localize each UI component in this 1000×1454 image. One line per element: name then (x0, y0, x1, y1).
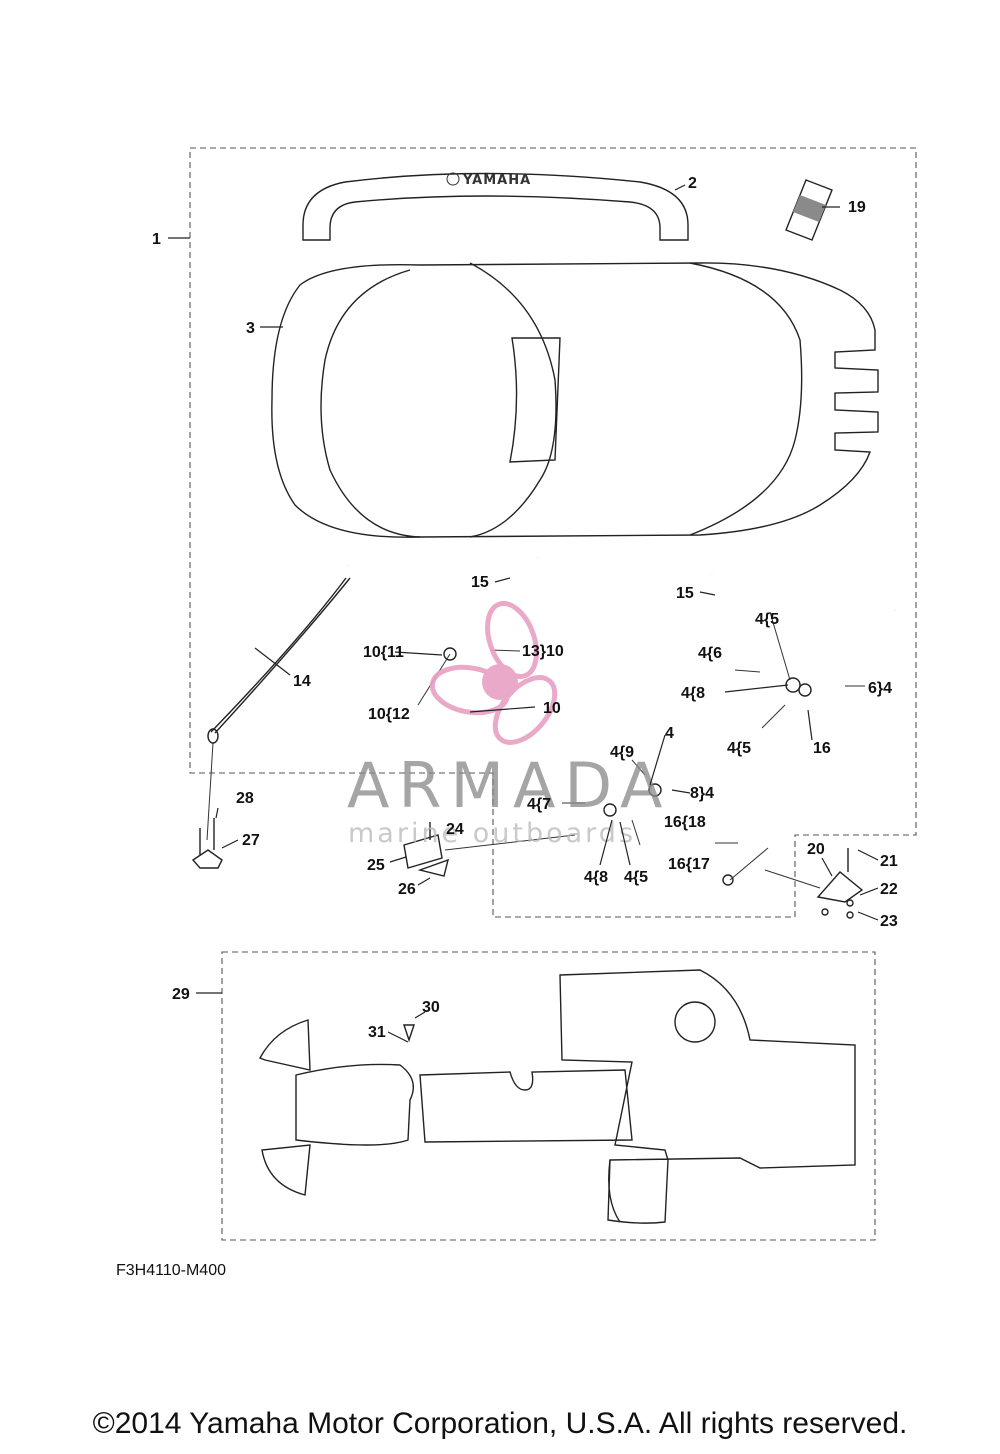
callout-16-18: 16{18 (664, 814, 706, 831)
part-2-cover-strap: YAMAHA (302, 172, 689, 241)
part-28-27-bracket (191, 818, 223, 869)
callout-4-5c: 4{5 (624, 869, 648, 886)
callout-3: 3 (246, 320, 255, 337)
callout-15b: 15 (676, 585, 694, 602)
callout-2: 2 (688, 175, 697, 192)
callout-24: 24 (446, 821, 464, 838)
callout-19: 19 (848, 199, 866, 216)
callout-26: 26 (398, 881, 416, 898)
callout-1: 1 (152, 231, 161, 248)
callout-4-5a: 4{5 (755, 611, 779, 628)
part-25-26-clip (403, 822, 576, 877)
logo-text: YAMAHA (462, 173, 531, 188)
callout-31: 31 (368, 1024, 386, 1041)
callout-28: 28 (236, 790, 254, 807)
part-3-mat-cover (271, 262, 879, 538)
part-29-floor-mats (259, 969, 856, 1224)
callout-4-6: 4{6 (698, 645, 722, 662)
callout-21: 21 (880, 853, 898, 870)
callout-numbers: 1 2 19 3 15 15 4{5 14 10{11 13}10 4{6 4{… (152, 175, 898, 1041)
callout-14: 14 (293, 673, 311, 690)
watermark-tagline: marine outboards (348, 818, 636, 849)
callout-4-7: 4{7 (527, 796, 551, 813)
leader-lines (168, 184, 879, 1043)
callout-22: 22 (880, 881, 898, 898)
callout-15a: 15 (471, 574, 489, 591)
callout-4-9: 4{9 (610, 744, 634, 761)
callout-10-11: 10{11 (363, 644, 404, 661)
callout-6-4: 6}4 (868, 680, 892, 697)
callout-29: 29 (172, 986, 190, 1003)
callout-16: 16 (813, 740, 831, 757)
part-19-label-tag (785, 179, 833, 241)
yamaha-emblem-icon (446, 172, 460, 186)
watermark: ARMADA marine outboards (347, 601, 671, 849)
group-29-dashed-box (221, 951, 876, 1241)
callout-4-5b: 4{5 (727, 740, 751, 757)
part-20-23-hinge (816, 848, 864, 919)
callout-4-8a: 4{8 (681, 685, 705, 702)
callout-23: 23 (880, 913, 898, 930)
callout-4: 4 (665, 725, 674, 742)
callout-8-4: 8}4 (690, 785, 714, 802)
callout-27: 27 (242, 832, 260, 849)
callout-10-12: 10{12 (368, 706, 410, 723)
callout-30: 30 (422, 999, 440, 1016)
callout-25: 25 (367, 857, 385, 874)
callout-10: 10 (543, 700, 561, 717)
diagram-code: F3H4110-M400 (116, 1262, 226, 1279)
propeller-logo-icon (429, 601, 558, 745)
callout-4-8b: 4{8 (584, 869, 608, 886)
group-1-dashed-box (189, 147, 917, 918)
callout-20: 20 (807, 841, 825, 858)
copyright-notice: ©2014 Yamaha Motor Corporation, U.S.A. A… (92, 1407, 908, 1440)
callout-13-10: 13}10 (522, 643, 564, 660)
part-14-strap (206, 577, 351, 841)
callout-16-17: 16{17 (668, 856, 710, 873)
watermark-brand: ARMADA (347, 749, 671, 822)
